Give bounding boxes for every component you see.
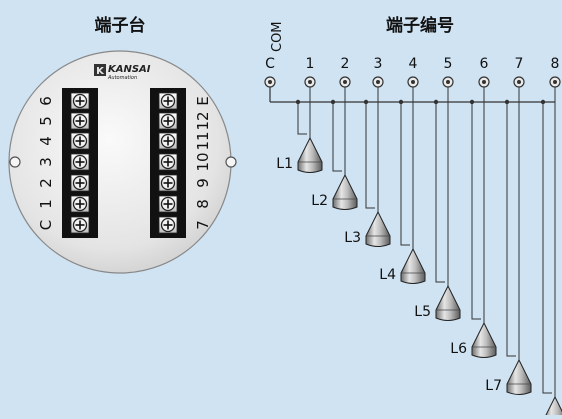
electrode-label: L4: [379, 267, 396, 283]
right-terminal-screw: [158, 112, 178, 130]
terminal-number: 8: [551, 56, 560, 72]
left-terminal-screw: [70, 132, 90, 150]
electrode-label: L6: [450, 341, 467, 357]
left-terminal-label: 2: [37, 178, 55, 188]
right-terminal-label: 10: [194, 152, 212, 171]
right-terminal-screw: [158, 153, 178, 171]
electrode-label: L3: [344, 230, 361, 246]
right-terminal-label: 8: [194, 199, 212, 209]
left-terminal-label: 1: [37, 199, 55, 209]
left-terminal-screw: [70, 112, 90, 130]
left-terminal-screw: [70, 153, 90, 171]
right-terminal-label: 12: [194, 111, 212, 130]
terminal-number: C: [265, 56, 275, 72]
right-terminal-screw: [158, 132, 178, 150]
left-terminal-label: 5: [37, 116, 55, 126]
electrode-l2: L2: [311, 87, 358, 210]
electrode-l7: L7: [485, 87, 532, 395]
right-terminal-screw: [158, 195, 178, 213]
left-terminal-label: 4: [37, 136, 55, 146]
left-title: 端子台: [95, 15, 146, 36]
left-terminal-label: C: [37, 220, 55, 230]
left-terminal-screw: [70, 216, 90, 234]
left-terminal-label: 6: [37, 96, 55, 106]
mounting-hole-left: [9, 156, 21, 168]
electrode-l5: L5: [414, 87, 461, 321]
left-terminal-screw: [70, 195, 90, 213]
terminal-number: 7: [515, 56, 524, 72]
terminal-number: 2: [341, 56, 350, 72]
svg-text:Automation: Automation: [107, 75, 137, 81]
right-terminal-screw: [158, 174, 178, 192]
electrode-l1: L1: [276, 87, 323, 173]
right-terminal-label: 11: [194, 131, 212, 150]
terminal-number: 3: [374, 56, 383, 72]
terminal-number: 4: [409, 56, 418, 72]
terminal-number: 5: [444, 56, 453, 72]
left-terminal-screw: [70, 92, 90, 110]
electrode-label: L7: [485, 378, 502, 394]
electrode-label: L2: [311, 193, 328, 209]
com-label: COM: [270, 21, 285, 52]
left-terminal-label: 3: [37, 157, 55, 167]
right-title: 端子编号: [386, 15, 454, 36]
electrode-l8: L8: [521, 87, 562, 419]
right-terminal-label: E: [194, 96, 212, 105]
mounting-hole-right: [225, 156, 237, 168]
svg-text:KANSAI: KANSAI: [108, 64, 151, 75]
electrode-label: L5: [414, 304, 431, 320]
right-terminal-label: 7: [194, 220, 212, 230]
electrode-l6: L6: [450, 87, 497, 358]
electrode-label: L1: [276, 156, 293, 172]
electrode-l4: L4: [379, 87, 426, 284]
kansai-logo: K KANSAI Automation: [94, 64, 151, 81]
terminal-number: 6: [480, 56, 489, 72]
right-terminal-label: 9: [194, 178, 212, 188]
right-terminal-screw: [158, 216, 178, 234]
svg-text:K: K: [96, 66, 105, 77]
terminal-number: 1: [306, 56, 315, 72]
electrode-l3: L3: [344, 87, 391, 247]
left-terminal-screw: [70, 174, 90, 192]
right-terminal-screw: [158, 92, 178, 110]
